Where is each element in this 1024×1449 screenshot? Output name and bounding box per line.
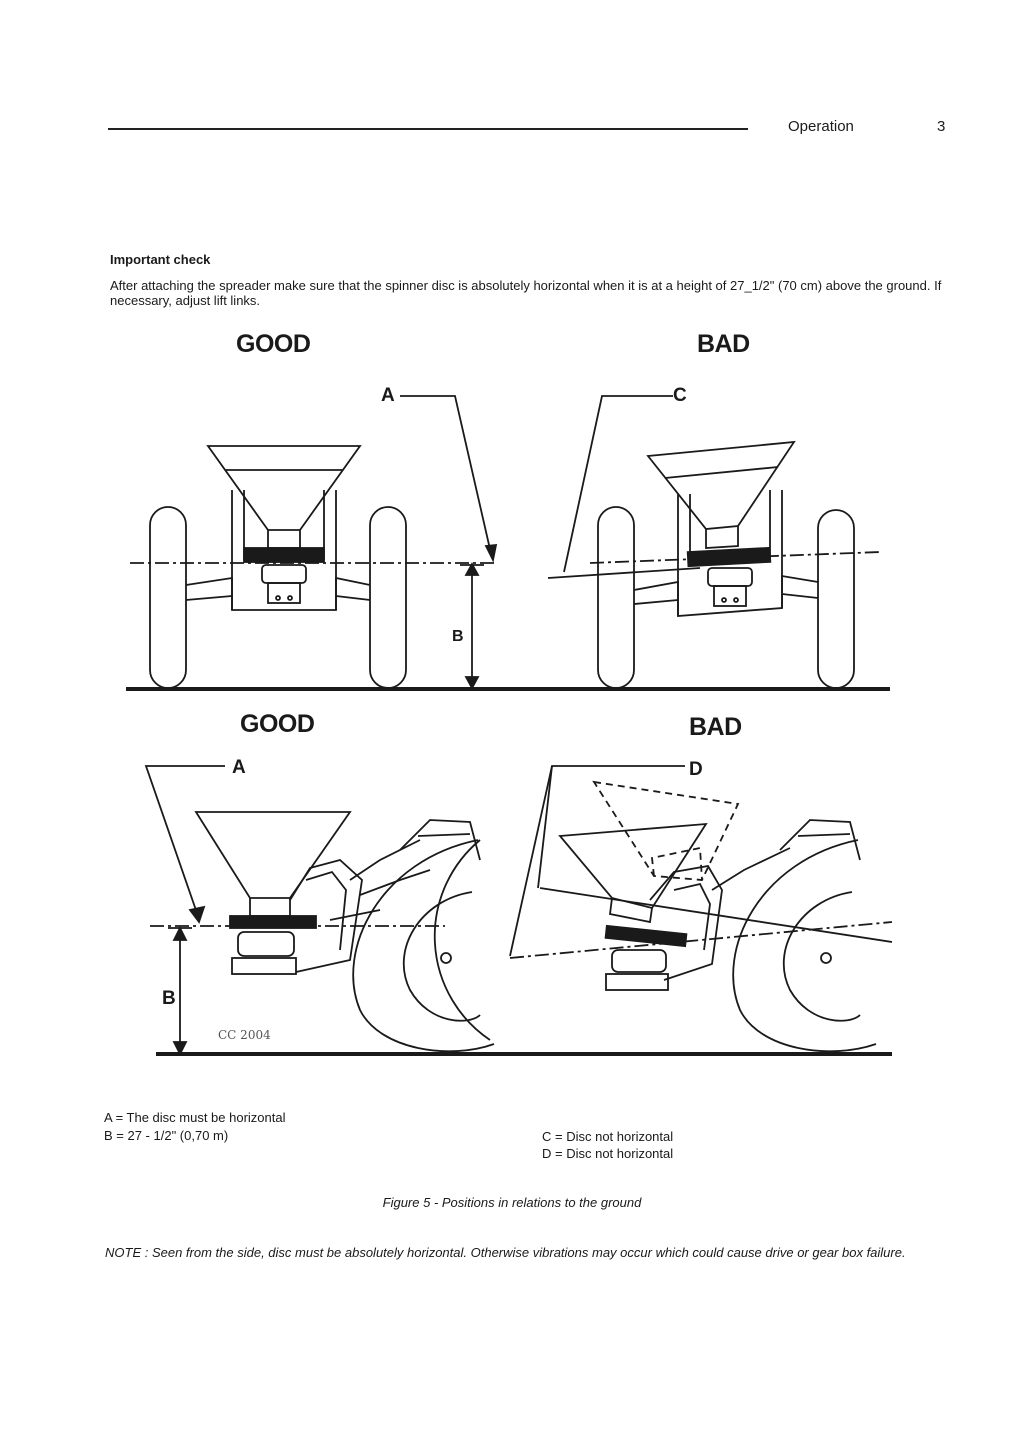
check-body: After attaching the spreader make sure t… (110, 278, 942, 308)
label-bottom-bad: BAD (689, 713, 742, 741)
marker-c: C (673, 385, 687, 406)
legend-b: B = 27 - 1/2" (0,70 m) (104, 1128, 229, 1143)
marker-a-top: A (381, 385, 395, 406)
marker-d: D (689, 759, 703, 780)
marker-a-bottom: A (232, 757, 246, 778)
label-top-good: GOOD (236, 330, 310, 358)
marker-b-top: B (452, 628, 464, 645)
check-heading: Important check (110, 252, 211, 267)
side-view-good (144, 765, 892, 1057)
label-top-bad: BAD (697, 330, 750, 358)
rear-view-good (126, 395, 890, 691)
header-page-number: 3 (937, 118, 946, 135)
figure-stamp: CC 2004 (218, 1028, 271, 1042)
legend-d: D = Disc not horizontal (542, 1146, 674, 1161)
legend-c: C = Disc not horizontal (542, 1129, 674, 1144)
legend-a: A = The disc must be horizontal (104, 1110, 286, 1125)
label-bottom-good: GOOD (240, 710, 314, 738)
side-view-bad (509, 765, 893, 1053)
figure-caption: Figure 5 - Positions in relations to the… (382, 1195, 642, 1210)
note-text: NOTE : Seen from the side, disc must be … (105, 1245, 906, 1260)
header-rule (108, 128, 748, 130)
rear-view-bad (547, 395, 881, 689)
header-section-title: Operation (788, 118, 854, 135)
marker-b-bottom: B (162, 988, 176, 1009)
